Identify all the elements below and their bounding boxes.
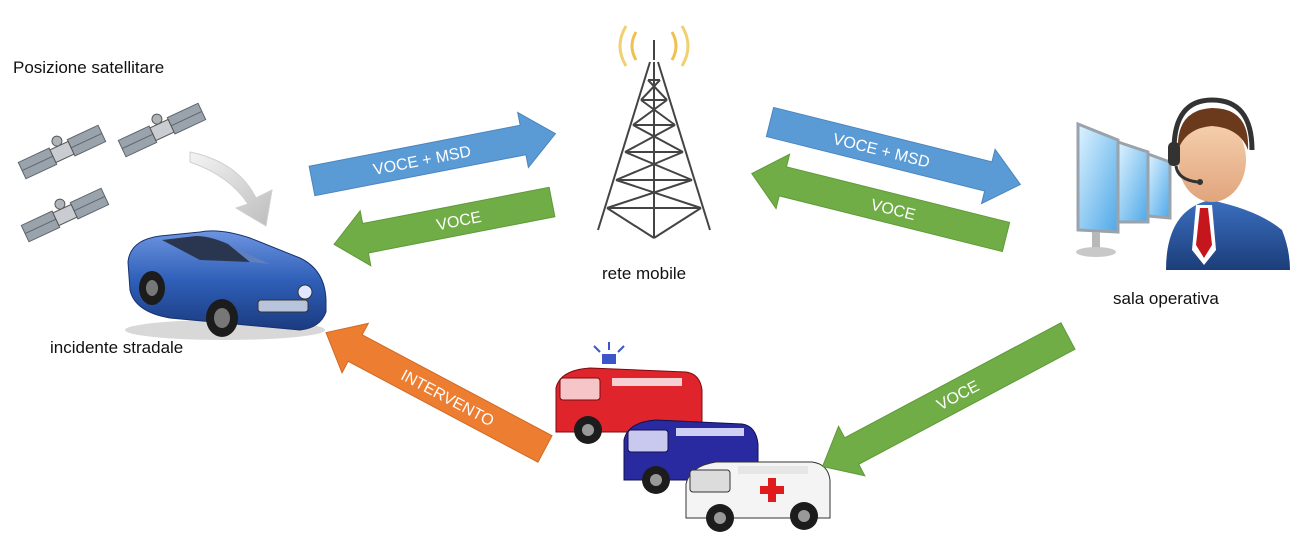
operator-icon [1166,97,1290,270]
siren-icon [593,342,625,353]
satellite-signal-arrow [189,151,273,227]
satellite-icon [117,102,207,158]
arrow-room-to-tower: VOCE [751,153,1011,253]
satellite-icon [17,124,107,180]
label-mobile-network: rete mobile [602,264,687,283]
arrow-vehicles-to-car: INTERVENTO [325,322,553,463]
red-cross-icon [760,478,784,502]
car-icon [125,230,327,340]
arrow-tower-to-car: VOCE [333,186,556,267]
arrow-room-to-vehicles: VOCE [821,322,1076,477]
label-operations-room: sala operativa [1113,289,1219,308]
satellite-icon [20,187,110,243]
ambulance-icon [555,354,703,444]
label-satellite-position: Posizione satellitare [13,58,165,77]
ambulance-icon [685,461,831,532]
monitor-icon [1076,121,1172,257]
label-road-accident: incidente stradale [50,338,184,357]
radio-tower-icon [597,25,711,239]
